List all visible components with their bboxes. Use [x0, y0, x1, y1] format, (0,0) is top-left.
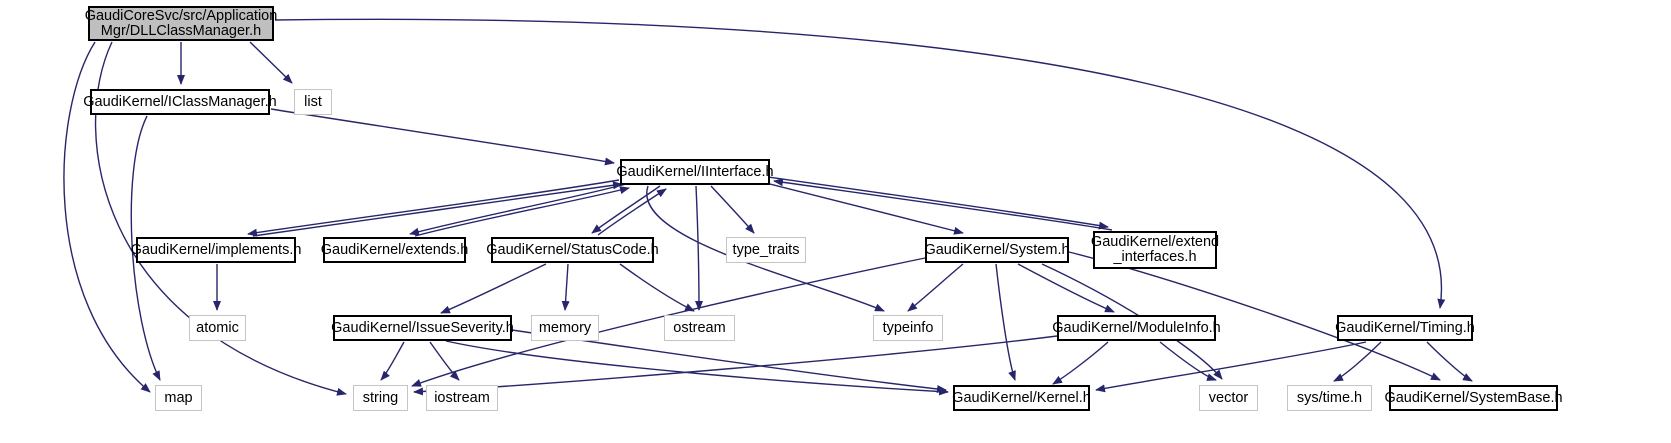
node-statuscode-h[interactable]: GaudiKernel/StatusCode.h	[486, 237, 659, 263]
node-iinterface-h[interactable]: GaudiKernel/IInterface.h	[616, 159, 774, 185]
node-sys-time-h[interactable]: sys/time.h	[1287, 385, 1372, 411]
node-iostream[interactable]: iostream	[426, 385, 498, 411]
node-extends-h[interactable]: GaudiKernel/extends.h	[321, 237, 468, 263]
node-iclassmanager-h[interactable]: GaudiKernel/IClassManager.h	[83, 89, 277, 115]
node-implements-h[interactable]: GaudiKernel/implements.h	[131, 237, 301, 263]
node-list[interactable]: list	[294, 89, 332, 115]
node-dllclassmanager-h[interactable]: GaudiCoreSvc/src/Application Mgr/DLLClas…	[85, 6, 277, 41]
node-string[interactable]: string	[353, 385, 408, 411]
node-moduleinfo-h[interactable]: GaudiKernel/ModuleInfo.h	[1052, 315, 1221, 341]
node-system-h[interactable]: GaudiKernel/System.h	[924, 237, 1070, 263]
node-typeinfo[interactable]: typeinfo	[873, 315, 943, 341]
node-timing-h[interactable]: GaudiKernel/Timing.h	[1335, 315, 1475, 341]
node-extend-interfaces-h[interactable]: GaudiKernel/extend _interfaces.h	[1091, 231, 1219, 269]
node-map[interactable]: map	[155, 385, 202, 411]
node-type-traits[interactable]: type_traits	[726, 237, 806, 263]
node-memory[interactable]: memory	[531, 315, 599, 341]
node-systembase-h[interactable]: GaudiKernel/SystemBase.h	[1384, 385, 1563, 411]
node-vector[interactable]: vector	[1199, 385, 1258, 411]
node-ostream[interactable]: ostream	[664, 315, 735, 341]
node-atomic[interactable]: atomic	[189, 315, 246, 341]
node-kernel-h[interactable]: GaudiKernel/Kernel.h	[952, 385, 1091, 411]
node-issueseverity-h[interactable]: GaudiKernel/IssueSeverity.h	[331, 315, 514, 341]
